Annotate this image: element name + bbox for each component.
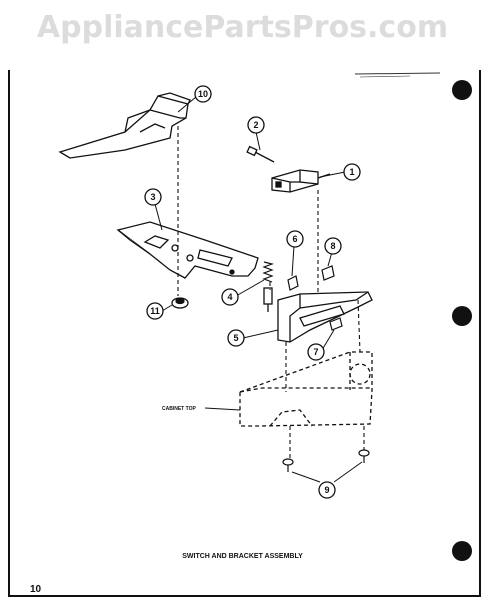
part-3-bracket <box>116 221 259 279</box>
callout-3: 3 <box>144 188 162 206</box>
callout-5: 5 <box>227 329 245 347</box>
cabinet-top-label: CABINET TOP <box>162 406 196 412</box>
svg-text:2: 2 <box>253 120 258 130</box>
callout-6: 6 <box>286 230 304 248</box>
part-10-lever <box>58 92 191 159</box>
part-9-screws <box>282 449 370 472</box>
svg-text:1: 1 <box>349 167 354 177</box>
part-4-spring <box>262 261 275 283</box>
binder-hole-middle <box>452 306 472 326</box>
page-frame <box>8 70 481 597</box>
svg-text:10: 10 <box>198 89 208 99</box>
assembly-lines <box>177 126 365 458</box>
callout-7: 7 <box>307 343 325 361</box>
cabinet-top-outline <box>239 351 373 427</box>
callout-11: 11 <box>146 302 164 320</box>
leader-lines <box>154 96 363 483</box>
watermark: AppliancePartsPros.com <box>36 10 449 45</box>
part-2-screw <box>246 145 275 163</box>
scan-noise <box>354 72 441 78</box>
part-1-switch <box>271 169 331 193</box>
callout-4: 4 <box>221 288 239 306</box>
binder-hole-top <box>452 80 472 100</box>
binder-hole-bottom <box>452 541 472 561</box>
svg-text:8: 8 <box>330 241 335 251</box>
svg-text:11: 11 <box>150 306 160 316</box>
svg-text:4: 4 <box>227 292 232 302</box>
callout-9: 9 <box>318 481 336 499</box>
part-11-nut <box>171 297 189 309</box>
callout-1: 1 <box>343 163 361 181</box>
part-5-switch-bracket <box>263 287 373 343</box>
svg-text:5: 5 <box>233 333 238 343</box>
part-7-clip <box>329 317 343 331</box>
page-number: 10 <box>30 584 42 595</box>
diagram-caption: SWITCH AND BRACKET ASSEMBLY <box>182 553 303 560</box>
callout-8: 8 <box>324 237 342 255</box>
svg-text:6: 6 <box>292 234 297 244</box>
svg-text:9: 9 <box>324 485 329 495</box>
svg-text:3: 3 <box>150 192 155 202</box>
part-6-clip <box>287 275 299 291</box>
part-8-block <box>321 265 335 281</box>
callout-2: 2 <box>247 116 265 134</box>
callout-10: 10 <box>194 85 212 103</box>
svg-text:7: 7 <box>313 347 318 357</box>
